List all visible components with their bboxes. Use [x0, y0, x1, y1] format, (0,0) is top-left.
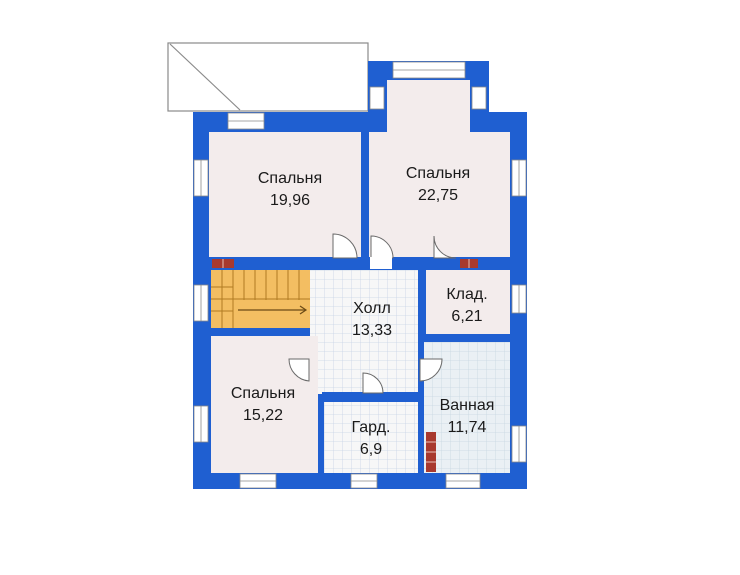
storage-name: Клад.	[446, 286, 487, 303]
storage-area: 6,21	[451, 308, 482, 325]
room-wardrobe	[324, 402, 418, 473]
door-bedroom-1	[332, 233, 358, 259]
doors	[288, 233, 457, 394]
bedroom-1-area: 19,96	[270, 192, 310, 209]
bathroom-name: Ванная	[440, 397, 495, 414]
windows	[193, 61, 527, 489]
door-bedroom-2-right	[433, 235, 457, 259]
door-bedroom-3	[288, 358, 310, 382]
balcony	[167, 42, 369, 112]
bedroom-2-name: Спальня	[406, 165, 470, 182]
door-bedroom-2-left	[370, 235, 394, 259]
wardrobe-name: Гард.	[352, 419, 391, 436]
wardrobe-area: 6,9	[360, 441, 382, 458]
chimney-left	[212, 259, 234, 268]
stairs	[211, 270, 310, 328]
hall-area: 13,33	[352, 322, 392, 339]
room-storage	[426, 270, 510, 334]
room-labels: Спальня 19,96 Спальня 22,75 Холл 13,33 К…	[231, 165, 495, 458]
door-bathroom	[419, 358, 443, 382]
hall-name: Холл	[353, 300, 391, 317]
door-wardrobe	[362, 372, 384, 394]
room-bedroom-2	[369, 80, 510, 257]
bedroom-2-area: 22,75	[418, 187, 458, 204]
chimney-right	[460, 259, 478, 268]
bedroom-3-area: 15,22	[243, 407, 283, 424]
room-bedroom-3	[211, 336, 318, 473]
bathroom-area: 11,74	[448, 419, 487, 436]
bedroom-1-name: Спальня	[258, 170, 322, 187]
bedroom-3-name: Спальня	[231, 385, 295, 402]
